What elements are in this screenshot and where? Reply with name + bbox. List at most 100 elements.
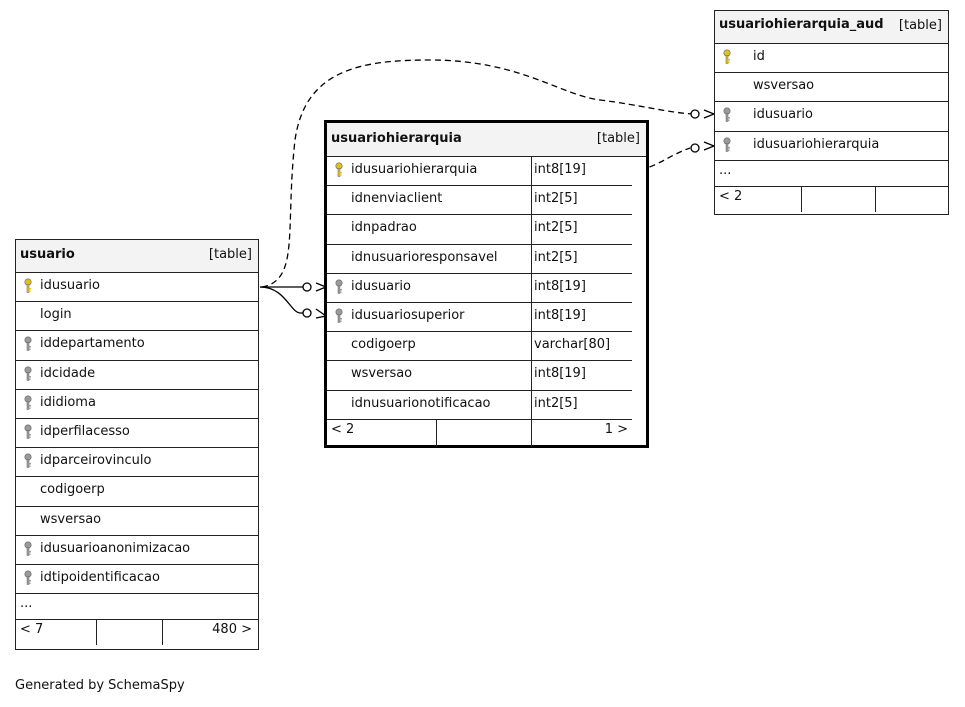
column-name: codigoerp	[351, 337, 416, 353]
column-row[interactable]: idusuario int8[19]	[327, 272, 632, 303]
column-divider	[531, 389, 532, 419]
ellipsis: ...	[719, 162, 732, 178]
footer-divider	[801, 185, 802, 212]
column-row[interactable]: iddepartamento	[16, 330, 258, 361]
column-name: idusuariohierarquia	[351, 162, 478, 177]
foreign-key-icon	[24, 453, 32, 468]
column-name: idperfilacesso	[40, 424, 130, 439]
foreign-key-icon	[24, 424, 32, 439]
table-type: [table]	[596, 131, 640, 146]
table-usuariohierarquia[interactable]: usuariohierarquia [table] idusuariohiera…	[324, 120, 649, 448]
column-type: int8[19]	[534, 278, 586, 294]
table-footer: < 2 1 >	[327, 418, 646, 447]
column-type: int2[5]	[534, 395, 578, 411]
column-row[interactable]: codigoerp	[16, 476, 258, 507]
table-name: usuariohierarquia	[331, 131, 462, 146]
table-header: usuariohierarquia [table]	[327, 123, 646, 157]
column-name: idcidade	[40, 365, 96, 381]
primary-key-icon	[24, 278, 32, 293]
column-name: idnusuarionotificacao	[351, 395, 491, 411]
column-type: int8[19]	[534, 162, 586, 177]
column-row[interactable]: wsversao	[16, 506, 258, 536]
parent-count[interactable]: < 2	[719, 188, 743, 204]
column-name: idnusuarioresponsavel	[351, 249, 498, 265]
column-name: wsversao	[351, 366, 413, 382]
column-name: idusuario	[753, 107, 813, 123]
column-name: idtipoidentificacao	[40, 570, 160, 585]
table-usuario[interactable]: usuario [table] idusuario login iddepartam…	[15, 239, 259, 650]
primary-key-icon	[335, 162, 343, 177]
column-name: ididioma	[40, 394, 96, 410]
footer-divider	[875, 185, 876, 212]
child-count[interactable]: 1 >	[604, 421, 628, 437]
column-name: idusuariosuperior	[351, 308, 465, 323]
column-name: idparceirovinculo	[40, 453, 152, 469]
column-row[interactable]: idnpadrao int2[5]	[327, 214, 632, 245]
column-divider	[531, 360, 532, 390]
column-type: int8[19]	[534, 308, 586, 323]
table-footer: < 2	[715, 185, 948, 212]
column-name: wsversao	[40, 511, 102, 527]
relation-aud-idusuario	[261, 59, 693, 288]
foreign-key-icon	[335, 279, 343, 294]
column-divider	[531, 243, 532, 273]
table-header: usuario [table]	[16, 240, 258, 273]
column-name: login	[40, 307, 72, 323]
column-divider	[531, 156, 532, 186]
column-row[interactable]: wsversao int8[19]	[327, 360, 632, 391]
column-divider	[531, 214, 532, 244]
column-type: int2[5]	[534, 191, 578, 207]
column-row[interactable]: idusuarioanonimizacao	[16, 535, 258, 565]
column-name: idusuarioanonimizacao	[40, 540, 191, 556]
more-columns: ...	[715, 160, 948, 187]
column-row[interactable]: idtipoidentificacao	[16, 564, 258, 595]
parent-count[interactable]: < 2	[331, 421, 355, 437]
table-usuariohierarquia-aud[interactable]: usuariohierarquia_aud [table] id wsversao…	[714, 10, 949, 215]
foreign-key-icon	[24, 366, 32, 381]
column-name: idusuario	[40, 278, 100, 293]
column-row[interactable]: idcidade	[16, 360, 258, 390]
column-type: int8[19]	[534, 366, 586, 382]
column-name: wsversao	[753, 78, 815, 94]
column-name: iddepartamento	[40, 336, 145, 352]
column-row[interactable]: idnenviaclient int2[5]	[327, 185, 632, 216]
parent-count[interactable]: < 7	[20, 622, 44, 638]
foreign-key-icon	[24, 570, 32, 585]
footer-divider	[96, 619, 97, 646]
table-type: [table]	[898, 18, 942, 33]
table-name: usuario	[20, 247, 75, 262]
table-footer: < 7 480 >	[16, 619, 258, 646]
column-row[interactable]: id	[715, 43, 948, 74]
column-name: idnenviaclient	[351, 191, 443, 207]
column-name: id	[753, 49, 765, 64]
column-row[interactable]: wsversao	[715, 72, 948, 103]
primary-key-icon	[723, 49, 731, 64]
foreign-key-icon	[24, 541, 32, 556]
table-header: usuariohierarquia_aud [table]	[715, 11, 948, 44]
column-name: idnpadrao	[351, 220, 417, 236]
column-row[interactable]: idperfilacesso	[16, 418, 258, 449]
column-divider	[531, 272, 532, 302]
column-type: int2[5]	[534, 220, 578, 236]
column-row[interactable]: idusuariosuperior int8[19]	[327, 302, 632, 333]
column-row[interactable]: ididioma	[16, 389, 258, 419]
table-name: usuariohierarquia_aud	[719, 17, 884, 32]
column-row[interactable]: login	[16, 301, 258, 332]
column-row[interactable]: idusuariohierarquia int8[19]	[327, 156, 632, 187]
ellipsis: ...	[20, 596, 33, 612]
column-row[interactable]: idusuariohierarquia	[715, 131, 948, 161]
child-count[interactable]: 480 >	[212, 622, 252, 638]
column-row[interactable]: idusuario	[16, 272, 258, 303]
table-type: [table]	[208, 247, 252, 262]
column-row[interactable]: idusuario	[715, 101, 948, 132]
column-name: idusuario	[351, 278, 411, 294]
column-name: codigoerp	[40, 482, 105, 498]
column-row[interactable]: idnusuarionotificacao int2[5]	[327, 389, 632, 420]
footer-divider	[436, 418, 437, 447]
relation-idusuariosuperior	[259, 286, 310, 314]
column-row[interactable]: idparceirovinculo	[16, 447, 258, 478]
foreign-key-icon	[24, 395, 32, 410]
